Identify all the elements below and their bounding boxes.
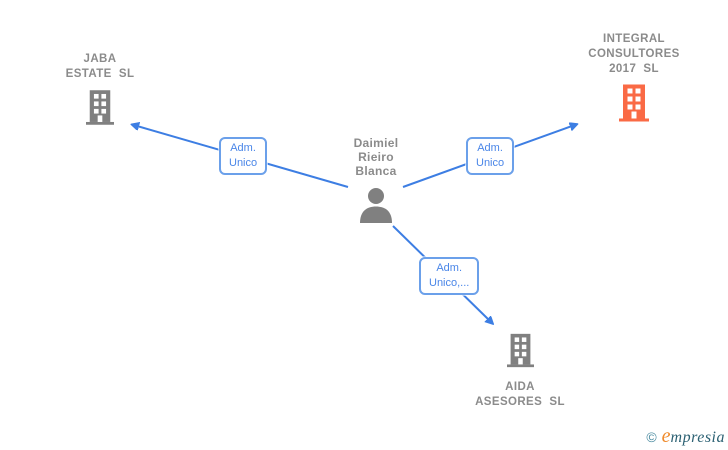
person-node: Daimiel Rieiro Blanca xyxy=(301,136,451,228)
edge-label-adm-unico-jaba[interactable]: Adm. Unico xyxy=(219,137,268,175)
company-name-jaba[interactable]: JABA ESTATE SL xyxy=(65,53,135,80)
edge-label-adm-unico-aida[interactable]: Adm. Unico,... xyxy=(419,257,480,295)
copyright-icon: © xyxy=(646,429,657,445)
company-node-integral: INTEGRAL CONSULTORES 2017 SL xyxy=(559,32,709,127)
logo-brand-initial: e xyxy=(661,425,671,447)
company-name-aida[interactable]: AIDA ASESORES SL xyxy=(475,381,565,408)
building-icon[interactable] xyxy=(506,333,534,368)
edge-label-adm-unico-integral[interactable]: Adm. Unico xyxy=(466,137,515,175)
company-node-jaba: JABA ESTATE SL xyxy=(25,52,175,131)
person-name[interactable]: Daimiel Rieiro Blanca xyxy=(353,136,399,178)
building-icon[interactable] xyxy=(619,84,649,122)
company-name-integral[interactable]: INTEGRAL CONSULTORES 2017 SL xyxy=(588,33,680,75)
person-icon[interactable] xyxy=(358,187,394,223)
building-icon[interactable] xyxy=(86,89,114,126)
empresia-logo[interactable]: © e mpresia xyxy=(646,425,725,447)
company-node-aida: AIDA ASESORES SL xyxy=(445,333,595,410)
logo-brand-text: mpresia xyxy=(670,429,725,446)
